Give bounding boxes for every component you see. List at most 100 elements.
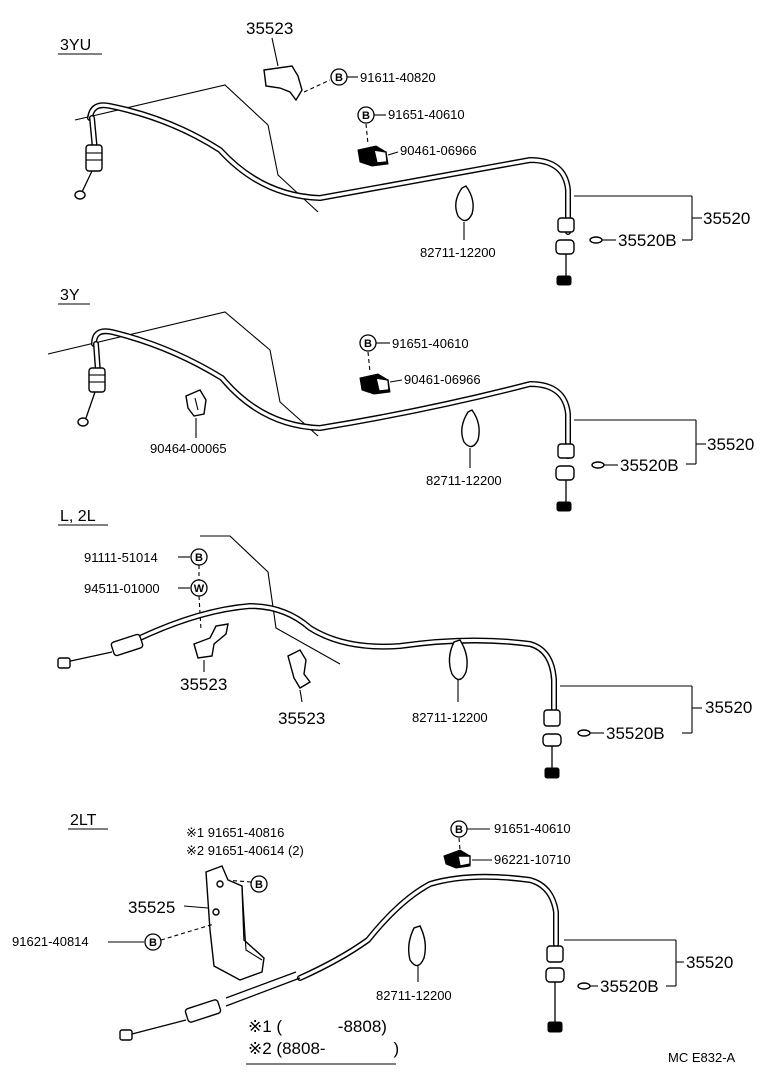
part-number-35520: 35520 <box>707 435 754 454</box>
part-number-35520: 35520 <box>703 209 750 228</box>
clamp-96221-face <box>457 855 471 867</box>
cable-adjuster-icon <box>85 144 103 172</box>
bolt-symbol-letter: B <box>362 110 370 122</box>
legend-note1: ※1 ( -8808) <box>248 1017 387 1036</box>
part-number-82711-12200: 82711-12200 <box>412 710 488 725</box>
part-number-35520: 35520 <box>705 698 752 717</box>
cable-grommet-icon <box>557 217 575 233</box>
bracket-hole <box>212 908 220 916</box>
bolt-symbol-letter: B <box>149 937 157 949</box>
footer-code: MC E832-A <box>668 1050 736 1065</box>
cable-outer-line <box>225 977 301 1007</box>
part-number-35525: 35525 <box>128 898 175 917</box>
cable-adjuster-icon <box>110 633 144 657</box>
accelerator-cable <box>297 873 559 981</box>
cable-grommet-icon <box>546 945 564 963</box>
part-number-35520b: 35520B <box>600 977 659 996</box>
bracket-35523-icon <box>263 65 303 102</box>
cable-end-ball-icon <box>119 1029 133 1041</box>
retainer-35520b-icon <box>589 236 603 244</box>
cable-stopper-icon <box>555 465 575 481</box>
bolt-symbol-letter: B <box>255 879 263 891</box>
cable-end-tip-icon <box>556 275 572 286</box>
clamp-90461-face <box>375 377 390 392</box>
cable-end-ball-icon <box>74 190 86 200</box>
part-number-91611-40820: 91611-40820 <box>360 70 436 85</box>
part-number-82711-12200: 82711-12200 <box>426 473 502 488</box>
part-number-82711-12200: 82711-12200 <box>376 988 452 1003</box>
accelerator-cable <box>87 102 571 235</box>
legend-note2: ※2 (8808- ) <box>248 1039 399 1058</box>
leader-line <box>389 379 403 383</box>
part-number-35520b: 35520B <box>606 724 665 743</box>
cable-outer-line <box>225 971 297 999</box>
cable-stopper-icon <box>555 239 575 255</box>
retainer-35520b-icon <box>577 729 591 737</box>
part-number-35523: 35523 <box>246 19 293 38</box>
accelerator-cable-inner <box>92 329 570 458</box>
part-number-90461-06966: 90461-06966 <box>404 372 481 387</box>
clip-detail <box>194 397 199 411</box>
part-number-91621-40814: 91621-40814 <box>12 934 89 949</box>
bracket-edge <box>241 885 263 961</box>
inner-wire <box>131 1019 187 1035</box>
leader-dashed <box>303 79 331 93</box>
cable-stopper-icon <box>542 733 562 747</box>
cable-grommet-icon <box>557 443 575 459</box>
body-outline <box>47 311 319 437</box>
retainer-35520b-icon <box>577 982 591 990</box>
clamp-90461-face <box>373 149 388 164</box>
body-outline <box>74 84 319 213</box>
cable-end-ball-icon <box>77 417 89 427</box>
part-number-91651-40610: 91651-40610 <box>388 107 465 122</box>
cable-end-tip-icon <box>556 501 572 512</box>
leader-dashed <box>458 837 461 851</box>
clamp-82711-icon <box>407 925 427 967</box>
bolt-symbol-letter: B <box>364 338 372 350</box>
part-number-91651-40610: 91651-40610 <box>494 821 571 836</box>
part-number-91111-51014: 91111-51014 <box>84 550 158 565</box>
leader-dashed <box>367 351 371 373</box>
cable-adjuster-icon <box>88 367 106 393</box>
clamp-82711-icon <box>461 409 480 448</box>
bolt-b-symbol-icon <box>144 933 162 951</box>
inner-wire <box>85 391 96 419</box>
bracket-35523-icon <box>287 649 312 689</box>
accelerator-cable-inner <box>138 604 556 718</box>
bolt-symbol-letter: B <box>455 824 463 836</box>
part-number-91651-40610: 91651-40610 <box>392 336 469 351</box>
leader-dashed <box>365 123 369 145</box>
part-number-35523-b: 35523 <box>278 709 325 728</box>
bolt-b-symbol-icon <box>250 875 268 893</box>
leader-line <box>387 151 399 156</box>
cable-grommet-icon <box>543 709 561 727</box>
section-label-l-2l: L, 2L <box>60 508 96 525</box>
clamp-82711-icon <box>455 185 474 222</box>
part-number-35520b: 35520B <box>620 456 679 475</box>
accelerator-cable <box>137 603 557 719</box>
part-number-35523-a: 35523 <box>180 675 227 694</box>
section-label-2lt: 2LT <box>70 812 97 829</box>
inner-wire <box>65 651 113 663</box>
leader-line <box>183 905 209 909</box>
section-3y: 3Y B 91651-40610 90461-06966 90464-00065… <box>47 287 754 512</box>
retainer-35520b-icon <box>591 461 605 469</box>
bolt-symbol-letter: B <box>335 72 343 84</box>
part-number-94511-01000: 94511-01000 <box>84 581 160 596</box>
leader-line <box>271 37 279 67</box>
cable-end-ball-icon <box>57 657 71 669</box>
part-number-90464-00065: 90464-00065 <box>150 441 227 456</box>
section-label-3yu: 3YU <box>60 37 91 54</box>
part-number-35520b: 35520B <box>618 231 677 250</box>
cable-adjuster-icon <box>184 999 222 1023</box>
accelerator-cable-inner <box>298 875 558 980</box>
section-3yu: 3YU 35523 B 91611-40820 B 91651-40610 90… <box>58 19 750 286</box>
section-l-2l: L, 2L 91111-51014 B 94511-01000 W 35523 … <box>57 508 752 779</box>
washer-symbol-letter: W <box>194 583 205 595</box>
bracket-hole <box>216 880 224 888</box>
inner-wire <box>81 170 93 193</box>
accelerator-cable-inner <box>88 103 570 234</box>
section-2lt: 2LT ※1 91651-40816 ※2 91651-40614 (2) B … <box>12 812 733 1065</box>
leader-dashed <box>160 923 215 941</box>
